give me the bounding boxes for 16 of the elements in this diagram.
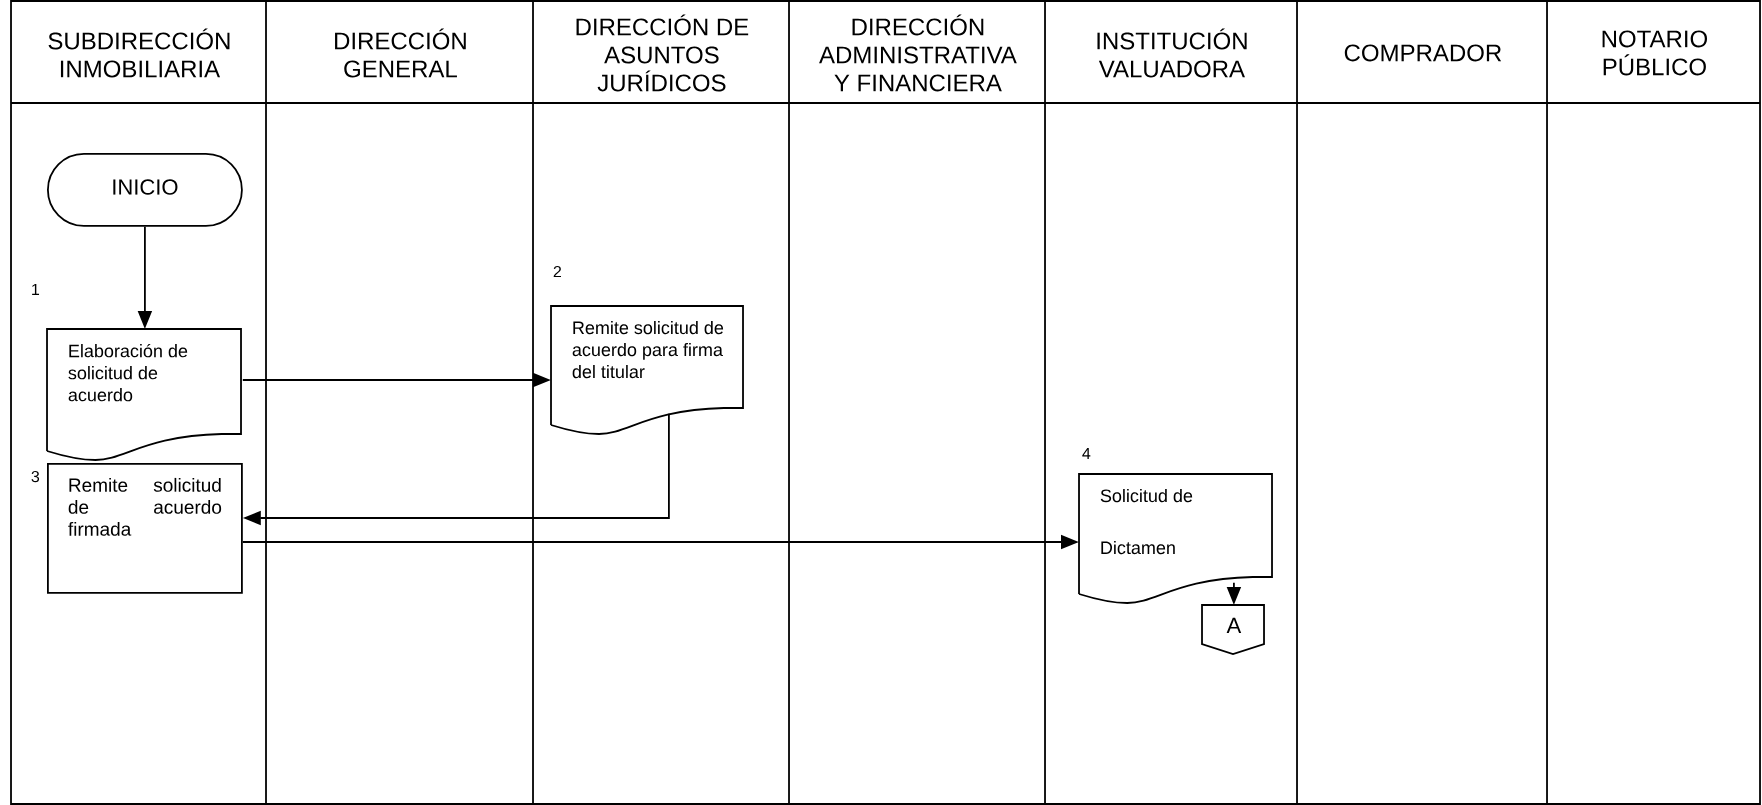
callout-number: 1 — [32, 283, 40, 295]
lane-header: SUBDIRECCIÓN INMOBILIARIA — [48, 28, 230, 78]
lane-header: INSTITUCIÓN VALUADORA — [1097, 28, 1247, 78]
document-shape: Solicitud de Dictamen — [1078, 473, 1273, 604]
callout-number: 2 — [553, 265, 561, 278]
off-page-connector: A — [1201, 604, 1265, 655]
document-shape: Remite solicitud de acuerdo para firma del titular — [550, 305, 744, 435]
callout-number: 4 — [1082, 447, 1091, 459]
lane-header: DIRECCIÓN ADMINISTRATIVA Y FINANCIERA — [819, 14, 1017, 92]
lane-header: COMPRADOR — [1344, 44, 1502, 62]
lane-header: NOTARIO PÚBLICO — [1602, 30, 1708, 76]
lane-header: DIRECCIÓN DE ASUNTOS JURÍDICOS — [576, 14, 749, 92]
document-shape: Elaboración de solicitud de acuerdo — [46, 328, 242, 461]
lane-header: DIRECCIÓN GENERAL — [335, 28, 466, 78]
callout-number: 3 — [31, 470, 40, 483]
process-box: Remite solicitud de acuerdo firmada — [47, 463, 243, 594]
